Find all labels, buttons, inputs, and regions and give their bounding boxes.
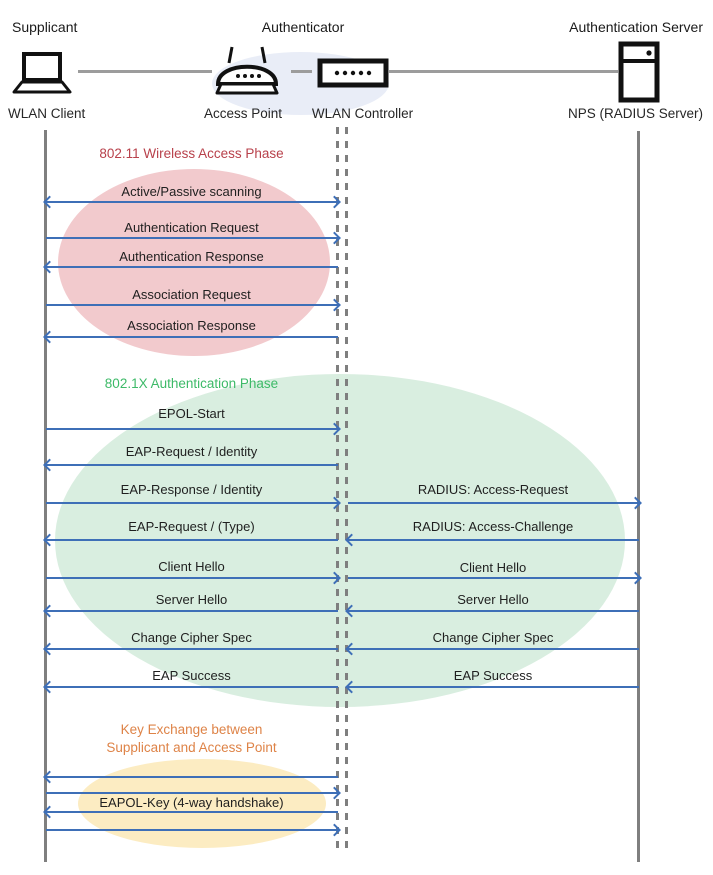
message-label: Association Request (132, 287, 251, 302)
wlan-controller-icon (317, 58, 389, 88)
lifeline-authenticator-right (345, 127, 348, 855)
message-label: Authentication Request (124, 220, 259, 235)
message-arrow (46, 201, 338, 203)
link-ap-controller (291, 70, 312, 73)
lifeline-authenticator-left (336, 127, 339, 855)
key-phase-ellipse (78, 759, 326, 848)
message-label: EAP Success (453, 668, 533, 683)
message-label: Association Response (127, 318, 256, 333)
laptop-icon (12, 52, 72, 94)
message-arrow (46, 266, 338, 268)
message-label: Server Hello (457, 592, 529, 607)
message-arrow (46, 610, 338, 612)
message-arrow (46, 577, 338, 579)
message-arrow (348, 539, 639, 541)
message-arrow (46, 686, 338, 688)
device-nps-radius-server: NPS (RADIUS Server) (567, 106, 703, 121)
message-arrow (46, 792, 338, 794)
message-label: EAP-Request / (Type) (128, 519, 255, 534)
role-authenticator: Authenticator (261, 19, 345, 35)
message-arrow (46, 776, 338, 778)
message-arrow (46, 336, 338, 338)
message-arrow (46, 648, 338, 650)
message-label: EPOL-Start (158, 406, 225, 421)
message-label: Client Hello (459, 560, 527, 575)
message-label: EAP-Response / Identity (120, 482, 263, 497)
message-arrow (46, 428, 338, 430)
server-icon (618, 41, 660, 103)
message-arrow (46, 811, 338, 813)
role-supplicant: Supplicant (12, 19, 78, 35)
role-authentication-server: Authentication Server (569, 19, 703, 35)
access-point-icon (215, 46, 279, 95)
message-label: Change Cipher Spec (131, 630, 252, 645)
key-phase-title-line1: Key Exchange between (120, 722, 263, 737)
message-arrow (348, 502, 639, 504)
message-label: EAPOL-Key (4-way handshake) (99, 795, 284, 810)
device-access-point: Access Point (203, 106, 283, 121)
link-client-ap (78, 70, 212, 73)
message-label: EAP-Request / Identity (125, 444, 258, 459)
key-phase-title-line2: Supplicant and Access Point (106, 740, 277, 755)
device-wlan-controller: WLAN Controller (311, 106, 414, 121)
wireless-phase-title: 802.11 Wireless Access Phase (99, 146, 284, 161)
message-label: Server Hello (155, 592, 228, 607)
message-label: EAP Success (152, 668, 231, 683)
message-arrow (46, 502, 338, 504)
message-arrow (348, 686, 639, 688)
auth-phase-title: 802.1X Authentication Phase (104, 376, 279, 391)
link-controller-server (389, 70, 618, 73)
message-arrow (46, 237, 338, 239)
message-arrow (46, 539, 338, 541)
lifeline-server (637, 131, 640, 862)
message-arrow (348, 577, 639, 579)
message-arrow (46, 464, 338, 466)
message-label: Authentication Response (119, 249, 264, 264)
message-arrow (46, 304, 338, 306)
message-arrow (348, 610, 639, 612)
message-label: Active/Passive scanning (121, 184, 262, 199)
message-arrow (348, 648, 639, 650)
message-label: RADIUS: Access-Request (417, 482, 569, 497)
message-label: Client Hello (158, 559, 225, 574)
device-wlan-client: WLAN Client (8, 106, 86, 121)
message-label: Change Cipher Spec (432, 630, 554, 645)
message-label: RADIUS: Access-Challenge (412, 519, 574, 534)
message-arrow (46, 829, 338, 831)
lifeline-supplicant (44, 130, 47, 862)
